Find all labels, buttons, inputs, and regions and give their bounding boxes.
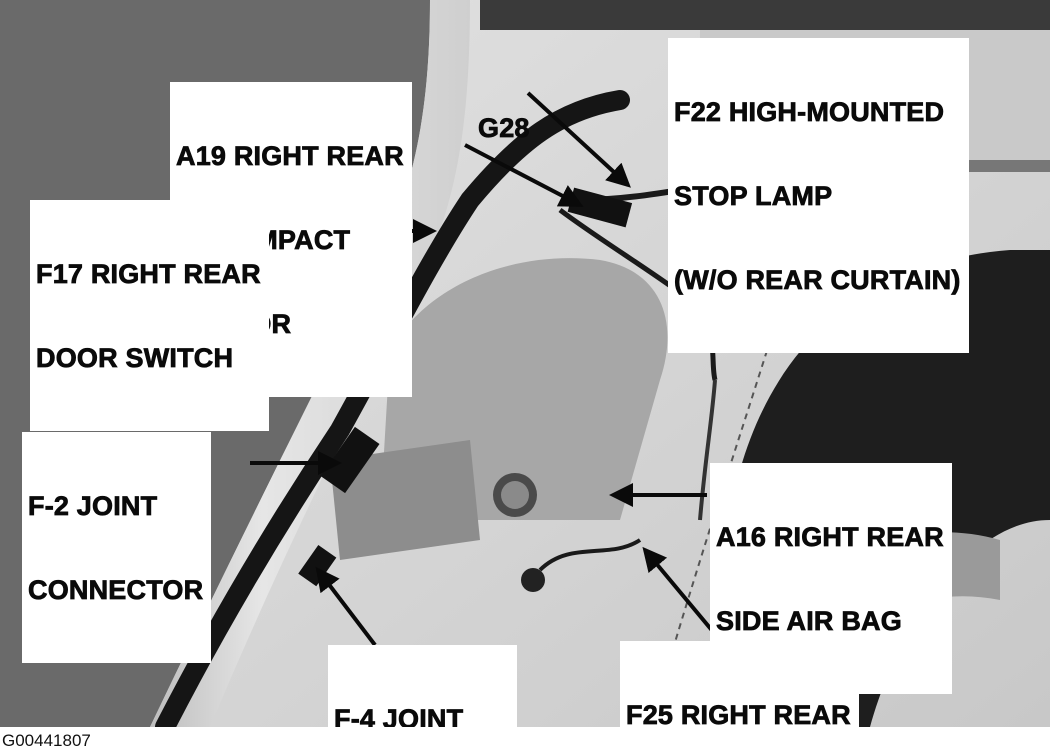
callout-g28: G28 [478,58,530,198]
callout-f4-joint-connector: F-4 JOINT CONNECTOR [328,645,518,727]
arrow-g28 [526,91,631,188]
arrow-a19 [464,143,584,207]
callout-f25-line-1: F25 RIGHT REAR [626,700,851,727]
callout-a16-side-air-bag: A16 RIGHT REAR SIDE AIR BAG [710,463,952,694]
arrow-f4 [315,566,377,647]
callout-f22-line-2: STOP LAMP [674,181,833,211]
callout-f2-line-1: F-2 JOINT [28,491,158,521]
callout-f25-wheel-sensor: F25 RIGHT REAR WHEEL SENSOR [620,641,859,727]
callout-a16-line-2: SIDE AIR BAG [716,606,903,636]
figure-id-caption: G00441807 [2,731,91,750]
callout-a19-line-1: A19 RIGHT REAR [176,141,404,171]
callout-g28-line-1: G28 [478,113,530,143]
callout-f2-line-2: CONNECTOR [28,575,204,605]
callout-f17-line-2: DOOR SWITCH [36,343,234,373]
callout-a16-line-1: A16 RIGHT REAR [716,522,944,552]
callout-f2-joint-connector: F-2 JOINT CONNECTOR [22,432,212,663]
callout-f22-line-3: (W/O REAR CURTAIN) [674,265,961,295]
callout-f4-line-1: F-4 JOINT [334,704,464,727]
callout-f17-line-1: F17 RIGHT REAR [36,259,261,289]
callout-f17-door-switch: F17 RIGHT REAR DOOR SWITCH [30,200,269,431]
callout-f22-high-mounted-stop-lamp: F22 HIGH-MOUNTED STOP LAMP (W/O REAR CUR… [668,38,969,353]
arrow-f25 [642,546,722,642]
callout-f22-line-1: F22 HIGH-MOUNTED [674,97,945,127]
diagram-figure: G28 A19 RIGHT REAR SIDE IMPACT SENSOR F2… [0,0,1050,727]
